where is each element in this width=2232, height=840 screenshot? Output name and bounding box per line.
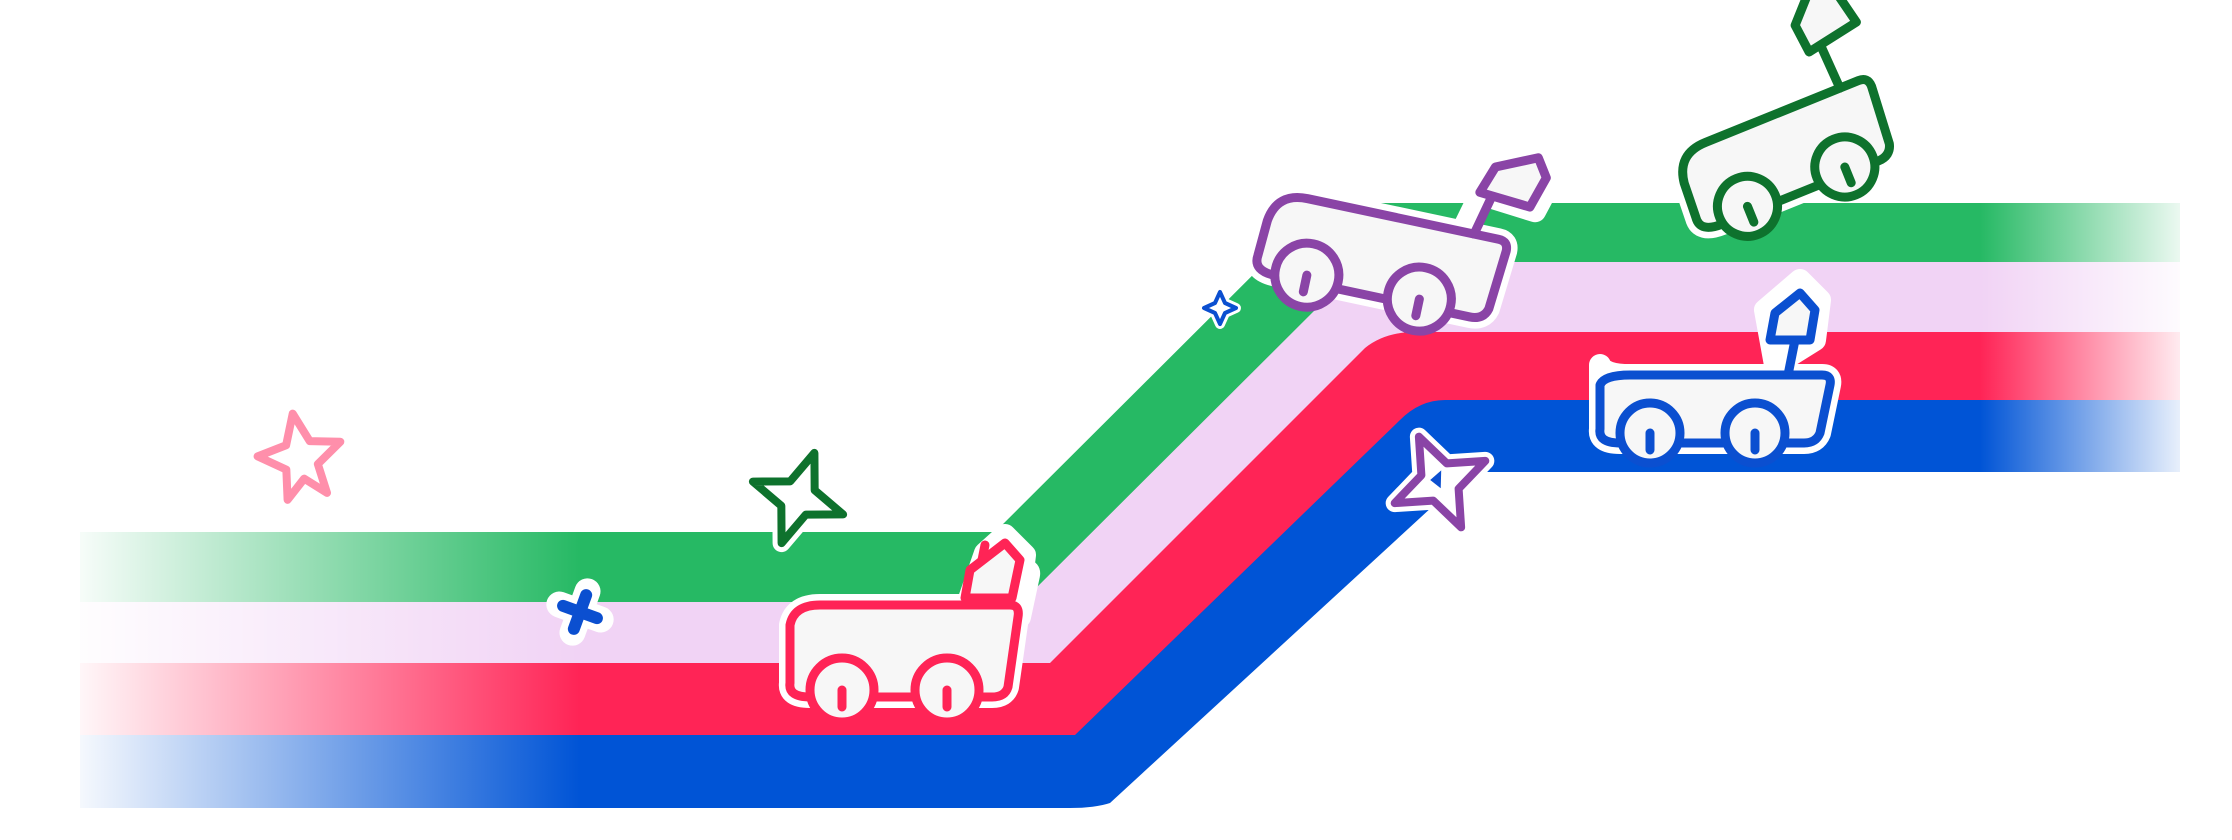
blue-small-star-icon <box>1199 287 1241 329</box>
pink-star-icon <box>253 409 345 504</box>
green-band <box>80 203 2180 602</box>
blue-mower-icon <box>1588 269 1842 468</box>
red-mower-icon <box>778 524 1041 727</box>
right-cover <box>2180 190 2232 490</box>
left-fade <box>60 520 580 820</box>
vehicles <box>778 0 1901 727</box>
purple-star-icon <box>1385 427 1495 537</box>
green-mower-icon <box>1671 0 1901 241</box>
purple-mower-icon <box>1245 145 1564 336</box>
sparkles <box>253 287 1495 646</box>
green-star-icon <box>743 443 853 553</box>
stripe-bands <box>60 190 2232 820</box>
right-fade <box>1980 190 2200 490</box>
blue-cross-icon <box>546 578 614 646</box>
